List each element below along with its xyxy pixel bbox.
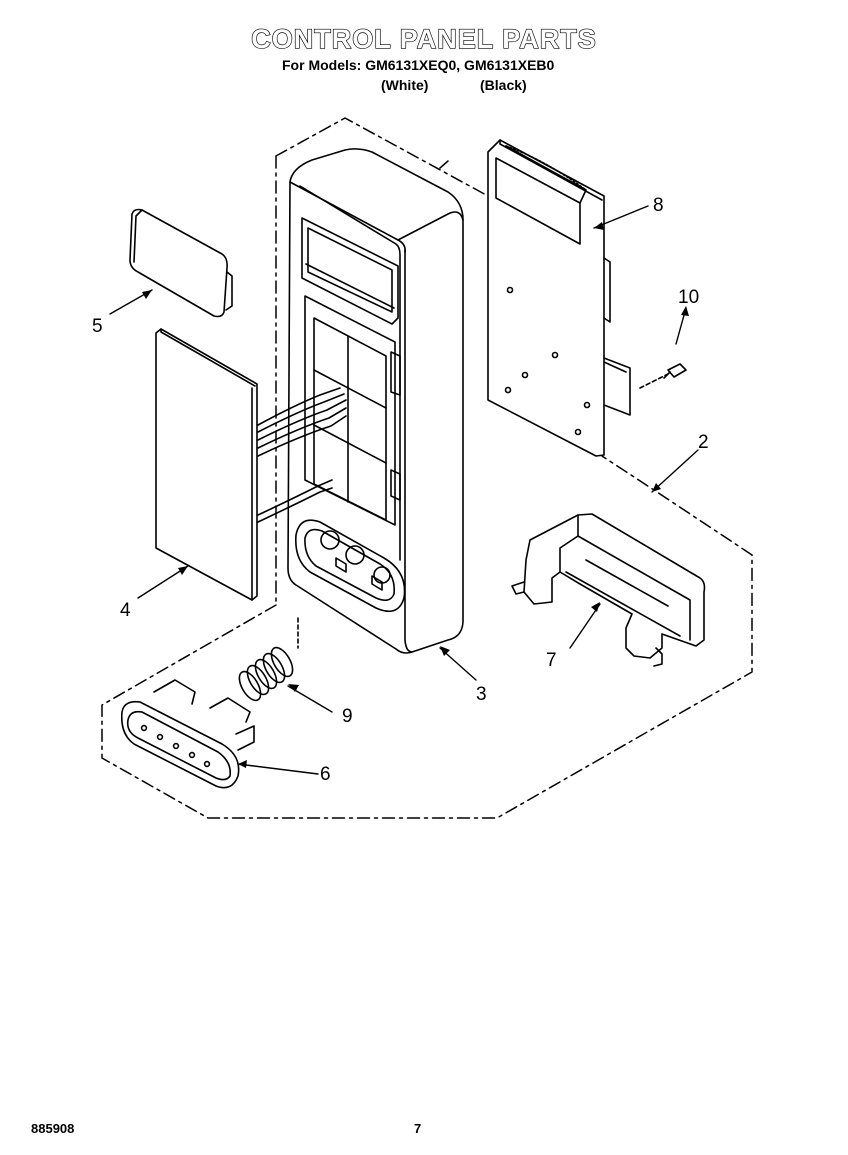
callout-4: 4 — [120, 600, 131, 621]
membrane-touch-panel — [155, 328, 347, 601]
variant-black-label: (Black) — [480, 77, 527, 93]
control-panel-housing — [287, 148, 464, 654]
callout-2: 2 — [698, 432, 709, 453]
callout-3: 3 — [476, 684, 487, 705]
page-title: CONTROL PANEL PARTS — [251, 23, 597, 54]
callout-8: 8 — [653, 195, 664, 216]
mounting-screw — [639, 363, 687, 389]
latch-spring — [238, 617, 299, 702]
callout-9: 9 — [342, 706, 353, 727]
assembly-boundary — [101, 117, 753, 819]
callout-5: 5 — [92, 316, 103, 337]
callout-10: 10 — [678, 287, 699, 308]
models-line: For Models: GM6131XEQ0, GM6131XEB0 — [282, 57, 555, 73]
callout-7: 7 — [546, 650, 557, 671]
display-window-lens — [129, 208, 233, 318]
document-number: 885908 — [31, 1121, 75, 1136]
latch-lever — [511, 513, 706, 667]
leader-arrowheads — [142, 222, 689, 768]
page-number: 7 — [414, 1121, 422, 1136]
variant-white-label: (White) — [381, 77, 429, 93]
door-release-button — [120, 679, 255, 789]
callout-6: 6 — [320, 764, 331, 785]
electronic-control-board — [487, 139, 631, 457]
